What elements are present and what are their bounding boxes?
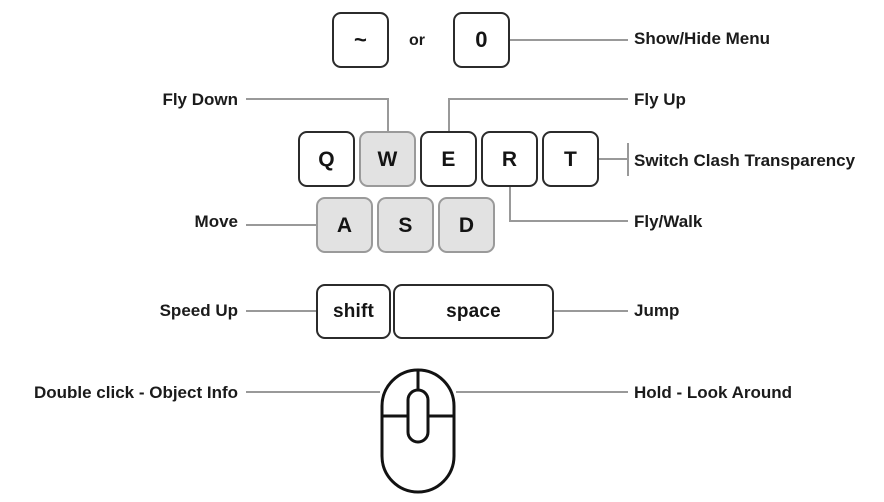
key-e-label: E [441,147,456,171]
wire-fly-walk [509,187,628,222]
key-w[interactable]: W [359,131,416,187]
key-a-label: A [336,213,353,237]
key-tilde[interactable]: ~ [332,12,389,68]
key-t-label: T [563,147,578,171]
wire-fly-up [448,98,628,131]
mouse-scroll-wheel[interactable] [406,388,430,444]
key-shift[interactable]: shift [316,284,391,339]
or-conjunction: or [409,32,425,49]
key-s[interactable]: S [377,197,434,253]
label-fly-walk: Fly/Walk [634,212,703,231]
key-a[interactable]: A [316,197,373,253]
computer-mouse-icon[interactable] [380,368,456,494]
key-r[interactable]: R [481,131,538,187]
key-space[interactable]: space [393,284,554,339]
key-zero-label: 0 [475,27,488,52]
key-zero[interactable]: 0 [453,12,510,68]
label-speed-up: Speed Up [159,301,238,320]
wire-fly-down [246,98,389,131]
key-r-label: R [501,147,518,171]
label-hold-look: Hold - Look Around [634,383,793,402]
key-space-label: space [446,301,501,322]
label-fly-down: Fly Down [162,90,238,109]
label-fly-up: Fly Up [634,90,686,109]
key-d[interactable]: D [438,197,495,253]
key-d-label: D [458,213,475,237]
label-show-hide-menu: Show/Hide Menu [634,29,770,48]
key-tilde-label: ~ [353,27,368,52]
label-move: Move [194,212,238,231]
key-s-label: S [398,213,413,237]
label-double-click: Double click - Object Info [33,383,238,402]
key-w-label: W [377,147,398,171]
key-t[interactable]: T [542,131,599,187]
key-q[interactable]: Q [298,131,355,187]
label-jump: Jump [634,301,680,320]
label-switch-clash: Switch Clash Transparency [634,151,856,170]
key-e[interactable]: E [420,131,477,187]
key-shift-label: shift [332,301,375,322]
key-q-label: Q [318,147,335,171]
